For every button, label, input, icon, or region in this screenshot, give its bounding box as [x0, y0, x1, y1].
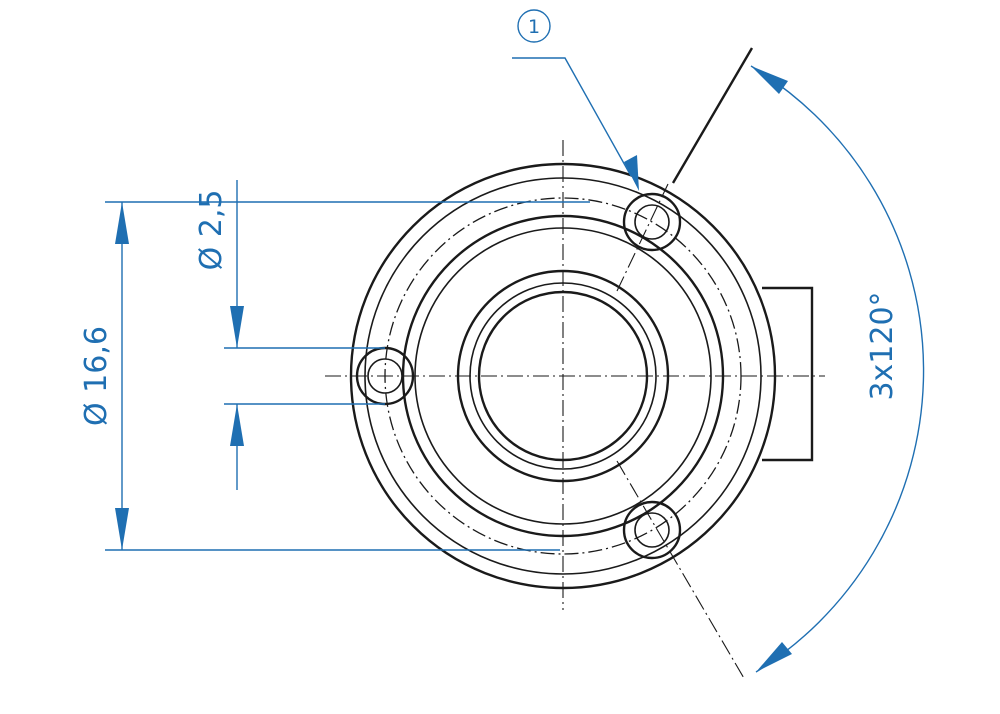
arrowhead-bottom [115, 508, 129, 550]
arrowhead-top [115, 202, 129, 244]
angular-dimension: 3x120° [750, 65, 925, 673]
arrowhead-upper [230, 306, 244, 348]
hole-diameter-label: Ø 2,5 [194, 190, 229, 271]
hole-axis-upper [616, 183, 669, 292]
angle-extension-line [671, 47, 754, 184]
arrowhead-angle-top [751, 66, 788, 94]
item-balloon-label: 1 [528, 16, 540, 38]
bolt-hole-upper-right [622, 192, 682, 252]
side-lug [762, 286, 814, 462]
hole-axis-lower [616, 460, 746, 681]
outer-diameter-dimension: Ø 16,6 [79, 201, 590, 551]
item-balloon: 1 [512, 9, 639, 191]
leader-arrowhead [624, 155, 639, 191]
bolt-hole-lower-right [622, 500, 682, 560]
hole-diameter-dimension: Ø 2,5 [194, 180, 385, 490]
angle-label: 3x120° [865, 291, 900, 400]
outer-diameter-label: Ø 16,6 [79, 326, 114, 426]
arrowhead-angle-bottom [756, 642, 792, 672]
arrowhead-lower [230, 404, 244, 446]
